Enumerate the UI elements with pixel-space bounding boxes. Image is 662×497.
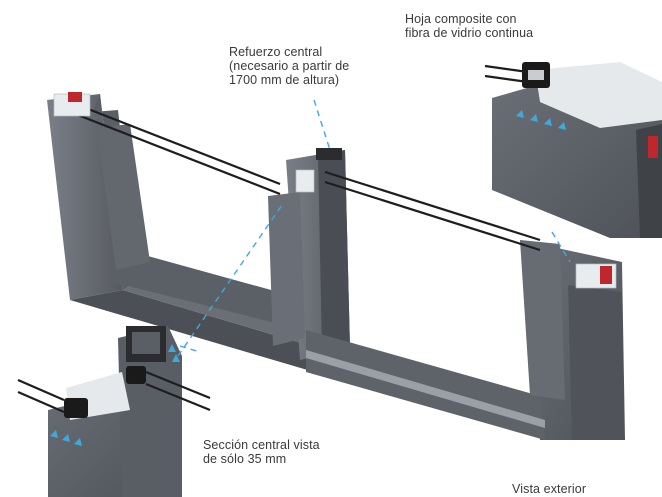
leader-seccion-2: [179, 345, 201, 353]
central-section-seal-2: [126, 366, 146, 384]
label-exterior-view: Vista exterior: [512, 482, 586, 496]
glass-right-top-2: [324, 180, 541, 252]
label-composite-sash-line-2: fibra de vidrio continua: [405, 26, 534, 40]
central-glass-4: [145, 382, 211, 412]
gasket-right: [600, 266, 612, 284]
glass-left-top-2: [59, 106, 281, 196]
central-reinforcement-top: [316, 148, 342, 160]
right-sash-stile: [520, 240, 565, 400]
bottom-track-highlight: [306, 350, 545, 428]
central-section-reinforcement-inner: [132, 332, 160, 354]
right-jamb-face: [568, 285, 624, 440]
leader-seccion-1: [177, 204, 283, 357]
label-central-reinforcement: Refuerzo central (necesario a partir de …: [229, 45, 349, 87]
composite-glass-1: [484, 64, 529, 74]
label-central-section-line-2: de sólo 35 mm: [203, 452, 287, 466]
central-glass-1: [17, 378, 65, 402]
detail-central-section: [17, 326, 211, 497]
detail-composite-sash: [484, 62, 662, 238]
label-central-reinforcement-line-3: 1700 mm de altura): [229, 73, 340, 87]
glazing: [59, 96, 541, 252]
main-frame: [47, 94, 625, 440]
label-exterior-view-line-1: Vista exterior: [512, 482, 587, 496]
leader-lines: [177, 99, 571, 357]
central-glass-3: [145, 370, 211, 400]
composite-gasket-red: [648, 136, 658, 158]
label-composite-sash: Hoja composite con fibra de vidrio conti…: [405, 12, 533, 40]
leader-refuerzo: [313, 99, 331, 151]
left-sash-right-stile: [268, 192, 305, 346]
label-central-section: Sección central vista de sólo 35 mm: [203, 438, 320, 466]
composite-sash-seal-inner: [528, 70, 544, 80]
left-sash-bottom: [108, 245, 303, 330]
central-interlock-face: [318, 150, 350, 352]
gasket-left: [68, 92, 82, 102]
label-central-reinforcement-line-1: Refuerzo central: [229, 45, 323, 59]
leader-hoja: [551, 231, 571, 263]
composite-fiber-arrows: [516, 110, 566, 130]
central-fiber-arrows: [50, 344, 180, 446]
left-sash-stile: [97, 124, 150, 270]
central-section-seal-1: [64, 398, 88, 418]
label-central-section-line-1: Sección central vista: [203, 438, 320, 452]
composite-glass-2: [484, 74, 529, 84]
label-composite-sash-line-1: Hoja composite con: [405, 12, 517, 26]
glass-left-top-1: [59, 96, 281, 186]
composite-sash-pvc: [535, 62, 662, 128]
label-central-reinforcement-line-2: (necesario a partir de: [229, 59, 350, 73]
central-glass-2: [17, 390, 65, 414]
glass-right-top-1: [324, 170, 541, 242]
